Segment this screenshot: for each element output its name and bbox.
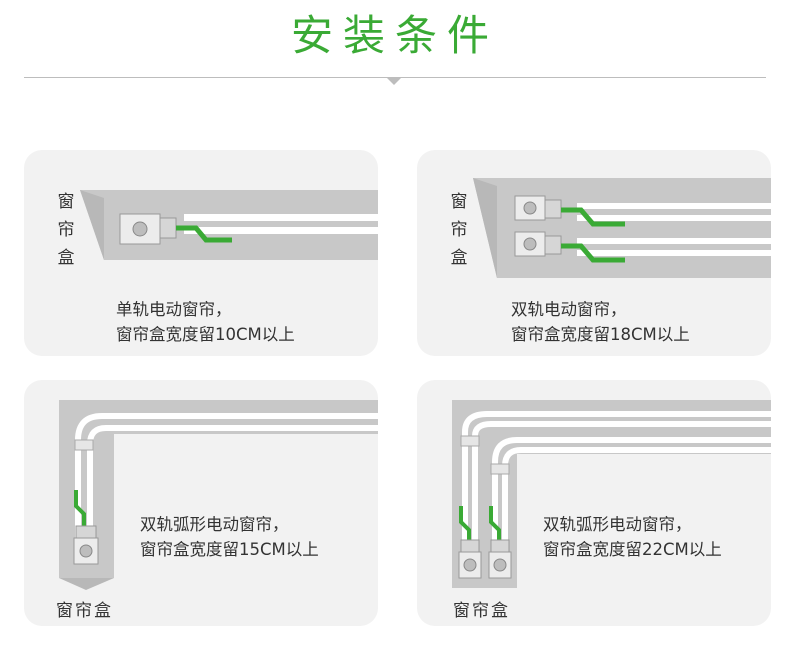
- card-caption-line2: 窗帘盒宽度留15CM以上: [140, 540, 319, 559]
- card-caption-line2: 窗帘盒宽度留10CM以上: [116, 325, 295, 344]
- curtain-box-label: 窗帘盒: [57, 192, 75, 268]
- card-caption-line2: 窗帘盒宽度留22CM以上: [543, 540, 722, 559]
- card-curved-rail-15cm: 窗帘盒 双轨弧形电动窗帘， 窗帘盒宽度留15CM以上: [24, 380, 378, 626]
- card-caption-line1: 双轨电动窗帘，: [511, 300, 627, 319]
- page-title: 安装条件: [290, 11, 499, 60]
- card-caption-line1: 双轨弧形电动窗帘，: [140, 515, 289, 534]
- card-single-rail: 窗帘盒 单轨电动窗帘， 窗帘盒宽度留10CM以上: [24, 150, 378, 356]
- curtain-box-label: 窗帘盒: [450, 192, 468, 268]
- card-caption-line1: 单轨电动窗帘，: [116, 300, 232, 319]
- single-rail-illustration: [80, 190, 378, 260]
- card-double-rail: 窗帘盒 双轨电动窗帘， 窗帘盒宽度留18CM以上: [417, 150, 771, 356]
- card-caption-line1: 双轨弧形电动窗帘，: [543, 515, 692, 534]
- curved-rail-22cm-illustration: [452, 400, 771, 588]
- double-rail-illustration: [473, 178, 771, 278]
- card-curved-rail-22cm: 窗帘盒 双轨弧形电动窗帘， 窗帘盒宽度留22CM以上: [417, 380, 771, 626]
- curtain-box-label: 窗帘盒: [56, 601, 113, 621]
- curved-rail-15cm-illustration: [59, 400, 378, 590]
- divider-pointer: [386, 77, 402, 85]
- card-caption-line2: 窗帘盒宽度留18CM以上: [511, 325, 690, 344]
- curtain-box-label: 窗帘盒: [453, 601, 510, 621]
